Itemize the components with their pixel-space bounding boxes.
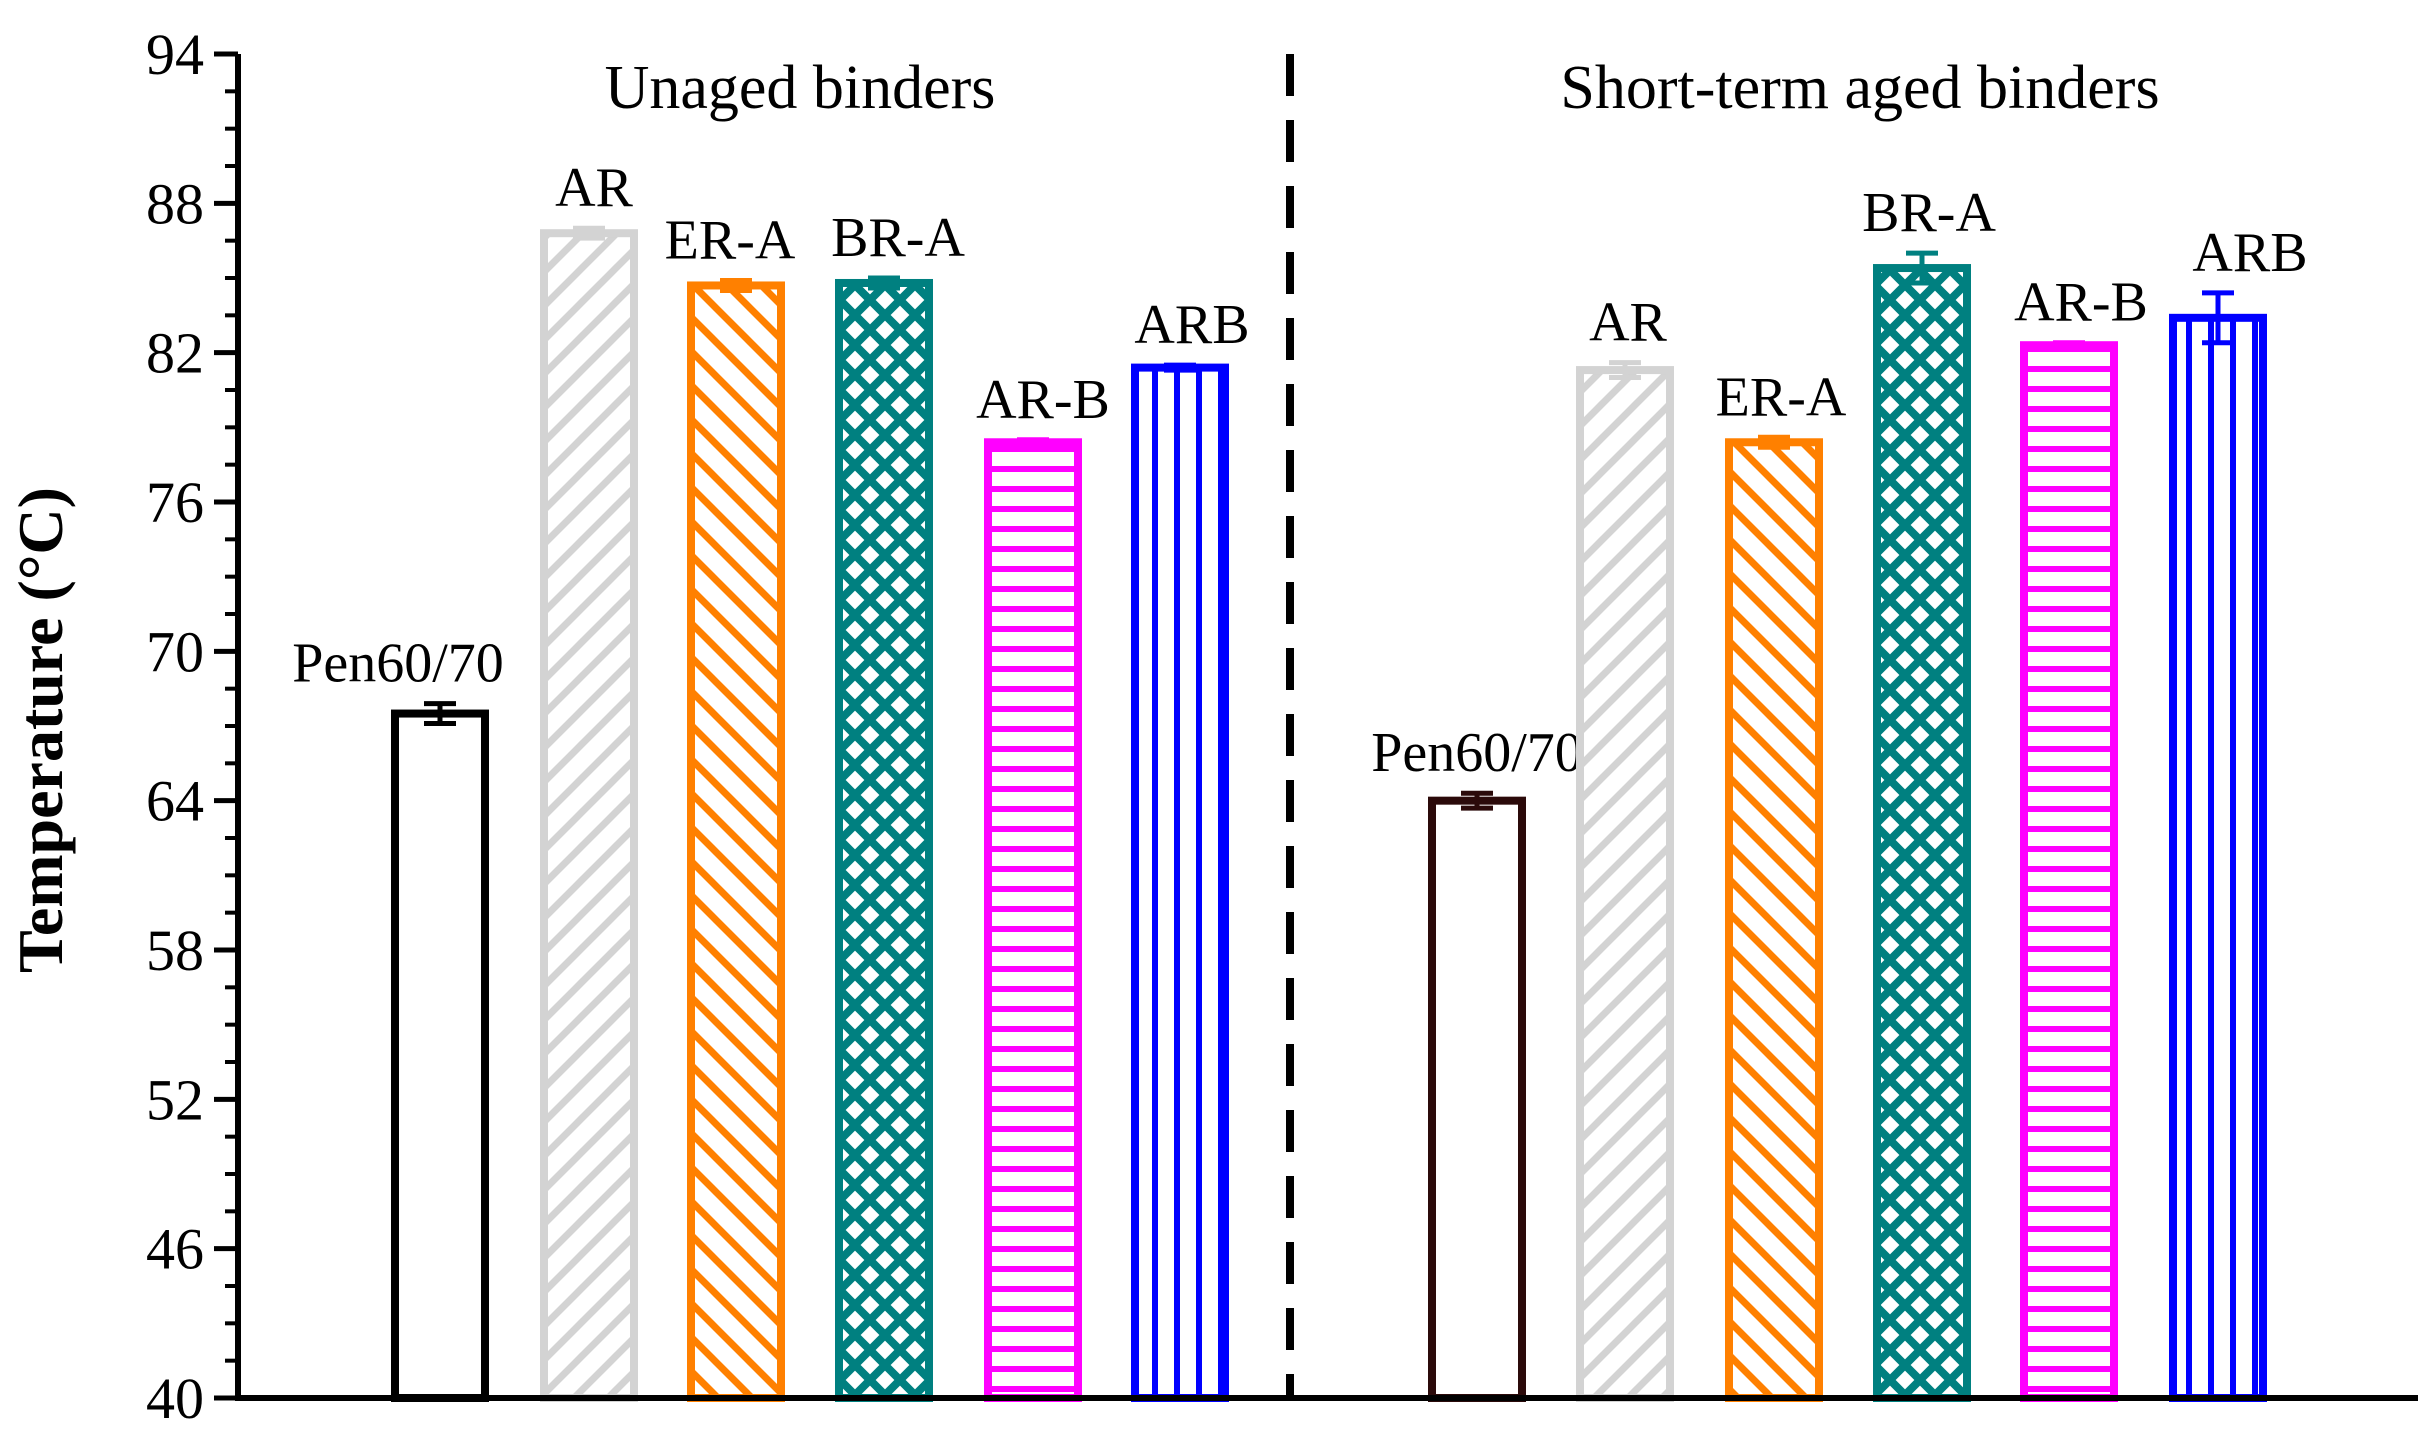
error-bar <box>1609 360 1641 381</box>
bar-1-pen60-70 <box>391 709 489 1402</box>
bar-label: AR <box>1589 292 1667 354</box>
bar-2-br-a <box>1873 264 1971 1402</box>
group-title-1: Unaged binders <box>605 54 996 122</box>
error-bar <box>1758 434 1790 450</box>
bar-label: ER-A <box>665 209 796 271</box>
y-tick-label: 88 <box>146 171 204 236</box>
bar-1-ar-b <box>984 438 1082 1402</box>
bar-1-er-a <box>687 281 785 1402</box>
y-tick-label: 82 <box>146 321 204 386</box>
error-bar <box>720 277 752 293</box>
y-tick-label: 76 <box>146 470 204 535</box>
bar-1-br-a <box>835 278 933 1402</box>
y-tick-label: 40 <box>146 1366 204 1431</box>
bar-label: AR-B <box>976 369 1110 431</box>
error-bar <box>868 275 900 291</box>
bar-2-er-a <box>1725 438 1823 1402</box>
bar-1-ar <box>540 229 638 1403</box>
y-tick-label: 52 <box>146 1067 204 1132</box>
error-bar <box>424 701 456 727</box>
y-tick-label: 46 <box>146 1217 204 1282</box>
bar-label: ARB <box>2192 222 2307 284</box>
error-bar <box>1461 790 1493 811</box>
error-bar <box>1906 250 1938 286</box>
error-bar <box>1017 437 1049 448</box>
y-tick-label: 64 <box>146 769 204 834</box>
bar-label: BR-A <box>831 207 965 269</box>
axis-layer: 40 46 52 58 64 70 76 82 88 94 <box>146 22 2418 1431</box>
bar-2-arb <box>2169 313 2267 1402</box>
bar-label: Pen60/70 <box>1371 722 1583 784</box>
group-title-2: Short-term aged binders <box>1560 54 2159 122</box>
y-tick-label: 58 <box>146 918 204 983</box>
error-bar <box>2202 290 2234 346</box>
y-axis-title: Temperature (°C) <box>5 487 76 973</box>
error-bar <box>2053 340 2085 351</box>
error-bar <box>573 225 605 241</box>
error-bar <box>1164 362 1196 373</box>
bar-2-ar-b <box>2020 341 2118 1403</box>
bar-label: AR <box>555 157 633 219</box>
bar-1-arb <box>1131 363 1229 1403</box>
bar-label: ARB <box>1134 294 1249 356</box>
y-tick-label: 94 <box>146 22 204 87</box>
y-tick-label: 70 <box>146 619 204 684</box>
bar-label: BR-A <box>1862 182 1996 244</box>
bar-2-pen60-70 <box>1428 796 1526 1402</box>
bar-label: AR-B <box>2014 272 2148 334</box>
bar-label: Pen60/70 <box>292 633 504 695</box>
bar-label: ER-A <box>1716 366 1847 428</box>
bar-2-ar <box>1576 366 1674 1403</box>
